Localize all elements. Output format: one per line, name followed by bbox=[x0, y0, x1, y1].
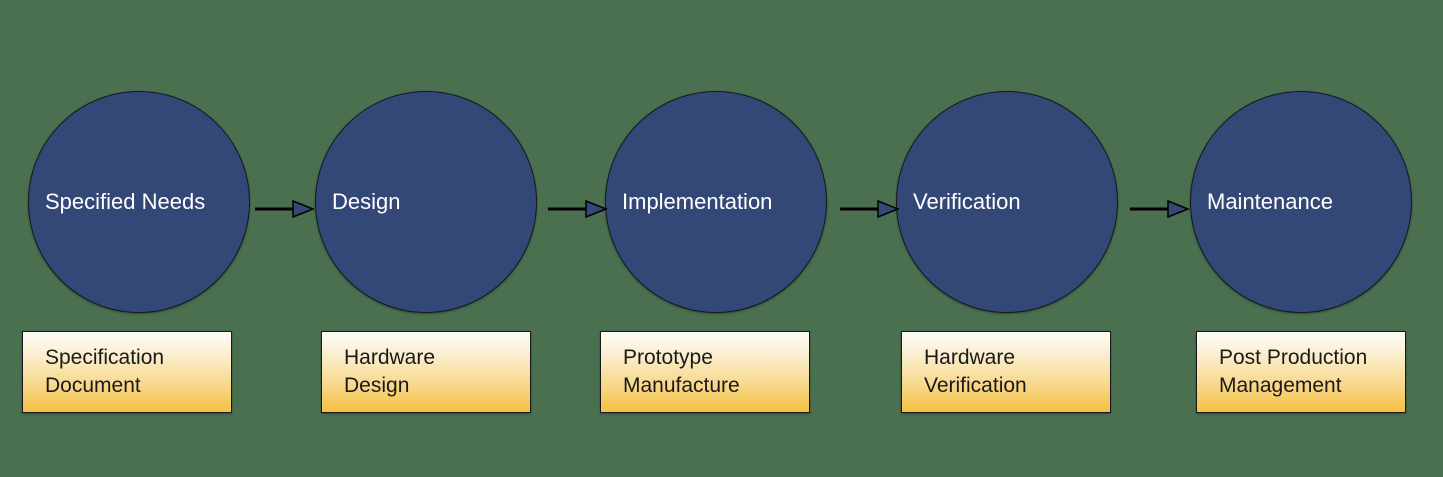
stage-circle-label: Design bbox=[332, 189, 401, 215]
stage-circle-verification[interactable]: Verification bbox=[896, 91, 1118, 313]
deliverable-line: Specification bbox=[45, 346, 165, 370]
deliverable-line: Document bbox=[45, 374, 141, 397]
stage-circle-design[interactable]: Design bbox=[315, 91, 537, 313]
stage-circle-maintenance[interactable]: Maintenance bbox=[1190, 91, 1412, 313]
arrow-implementation-to-verification bbox=[840, 199, 900, 219]
deliverable-box-hardware-verification[interactable]: Hardware Verification bbox=[901, 331, 1111, 413]
deliverable-line: Hardware bbox=[344, 346, 436, 370]
deliverable-box-hardware-design[interactable]: Hardware Design bbox=[321, 331, 531, 413]
stage-circle-implementation[interactable]: Implementation bbox=[605, 91, 827, 313]
stage-circle-label: Implementation bbox=[622, 189, 773, 215]
deliverable-line: Prototype bbox=[623, 346, 713, 370]
stage-circle-label: Verification bbox=[913, 189, 1021, 215]
stage-circle-label: Specified Needs bbox=[45, 189, 206, 215]
deliverable-line: Hardware bbox=[924, 346, 1016, 370]
deliverable-line: Manufacture bbox=[623, 374, 740, 397]
arrow-verification-to-maintenance bbox=[1130, 199, 1190, 219]
deliverable-box-prototype-manufacture[interactable]: Prototype Manufacture bbox=[600, 331, 810, 413]
deliverable-line: Post Production bbox=[1219, 346, 1368, 370]
arrow-specified-needs-to-design bbox=[255, 199, 315, 219]
stage-circle-specified-needs[interactable]: Specified Needs bbox=[28, 91, 250, 313]
arrow-design-to-implementation bbox=[548, 199, 608, 219]
deliverable-box-specification-document[interactable]: Specification Document bbox=[22, 331, 232, 413]
stage-circle-label: Maintenance bbox=[1207, 189, 1333, 215]
deliverable-line: Management bbox=[1219, 374, 1342, 397]
deliverable-line: Design bbox=[344, 374, 410, 397]
deliverable-line: Verification bbox=[924, 374, 1027, 397]
deliverable-box-post-production-management[interactable]: Post Production Management bbox=[1196, 331, 1406, 413]
